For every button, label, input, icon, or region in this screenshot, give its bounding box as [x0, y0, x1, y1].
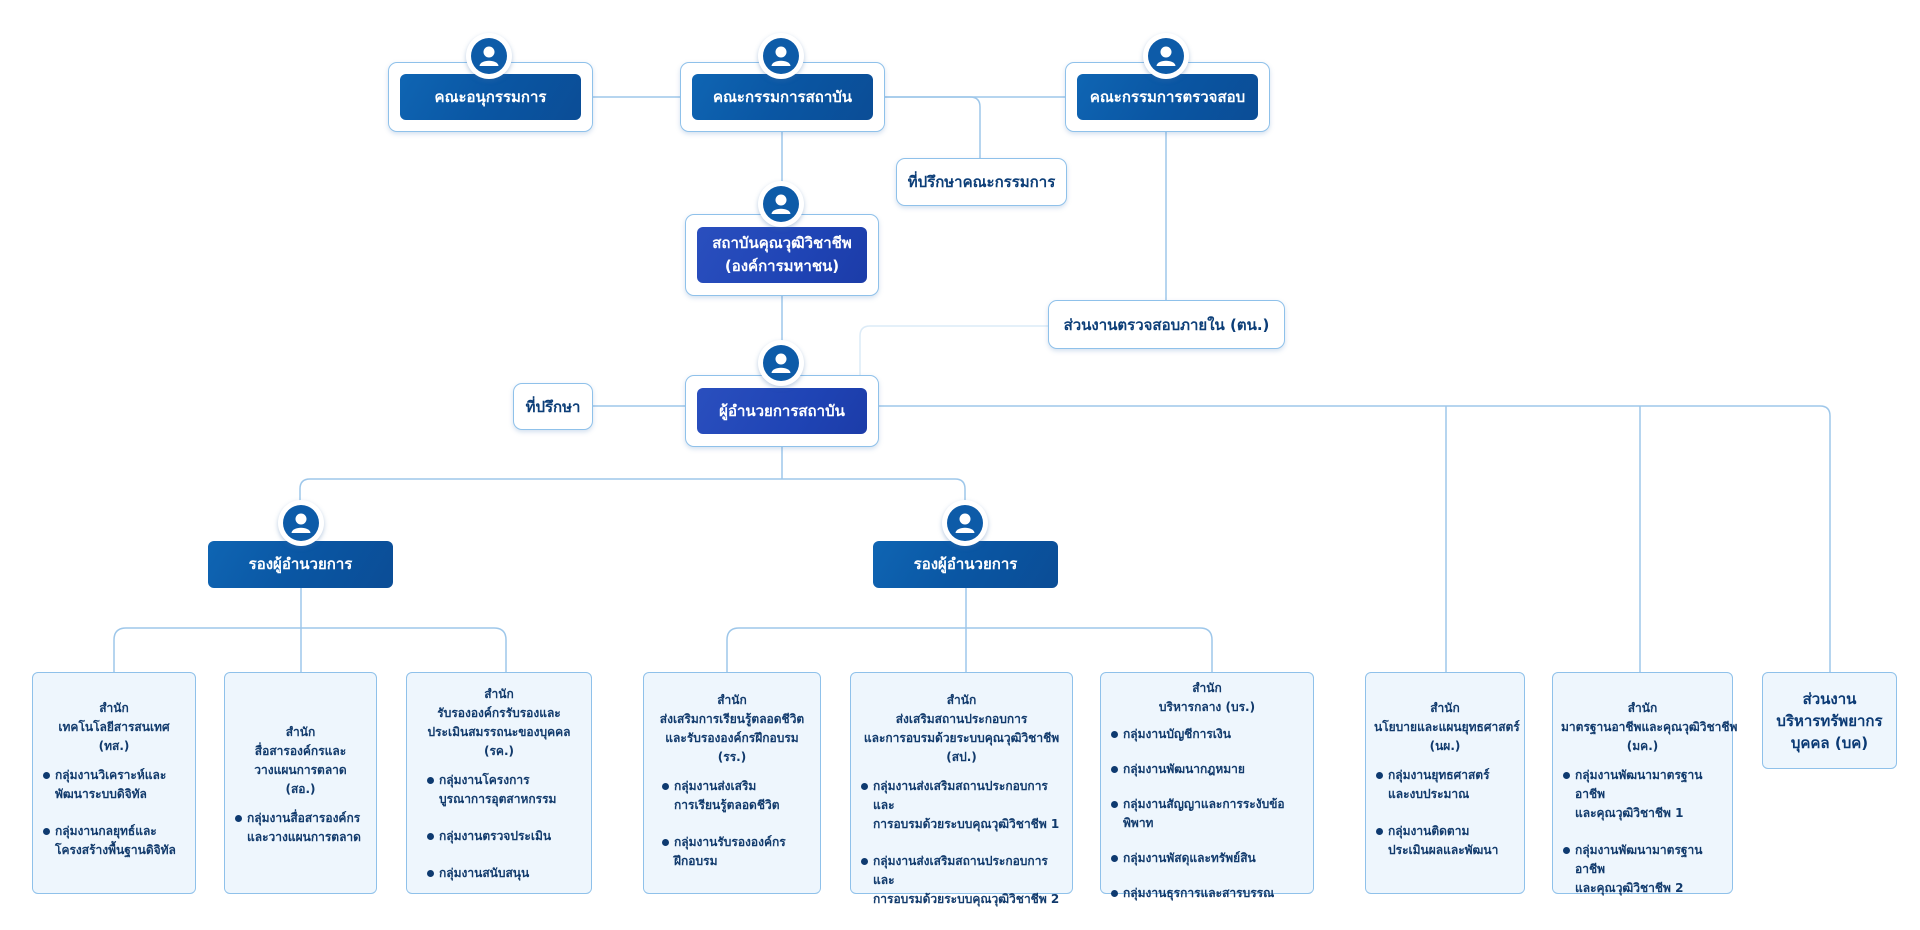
user-avatar-icon [278, 500, 324, 546]
bullet-icon [235, 815, 242, 822]
deputy-director-left: รองผู้อำนวยการ [208, 541, 393, 588]
card-item: กลุ่มงานพัฒนากฎหมาย [1109, 760, 1305, 779]
bullet-icon [1111, 766, 1118, 773]
card-item: กลุ่มงานยุทธศาสตร์และงบประมาณ [1374, 766, 1516, 804]
bullet-icon [427, 777, 434, 784]
internal-audit-label: ส่วนงานตรวจสอบภายใน (ตน.) [1063, 315, 1270, 334]
user-avatar-icon [758, 33, 804, 79]
director-box: ผู้อำนวยการสถาบัน [685, 375, 879, 447]
user-avatar-icon [466, 33, 512, 79]
bullet-icon [861, 783, 868, 790]
bullet-icon [1563, 772, 1570, 779]
deputy-director-right: รองผู้อำนวยการ [873, 541, 1058, 588]
office-card-it: สำนัก เทคโนโลยีสารสนเทศ (ทส.) กลุ่มงานวิ… [32, 672, 196, 894]
card-title: ส่วนงาน บริหารทรัพยากร บุคคล (บค) [1776, 689, 1883, 752]
institute-pill: สถาบันคุณวุฒิวิชาชีพ (องค์การมหาชน) [697, 227, 867, 283]
bullet-icon [662, 783, 669, 790]
card-title: สำนัก บริหารกลาง (บร.) [1158, 681, 1256, 714]
bullet-icon [1111, 801, 1118, 808]
bullet-icon [1376, 828, 1383, 835]
bullet-icon [1563, 847, 1570, 854]
card-item: กลุ่มงานส่งเสริมสถานประกอบการและการอบรมด… [859, 777, 1064, 834]
user-avatar-icon [942, 500, 988, 546]
card-title: สำนัก ส่งเสริมสถานประกอบการ และการอบรมด้… [863, 693, 1060, 764]
card-item: กลุ่มงานสัญญาและการระงับข้อพิพาท [1109, 795, 1305, 833]
deputy-left-label: รองผู้อำนวยการ [248, 555, 353, 573]
bullet-icon [427, 870, 434, 877]
bullet-icon [1111, 855, 1118, 862]
internal-audit-box: ส่วนงานตรวจสอบภายใน (ตน.) [1048, 300, 1285, 349]
card-item: กลุ่มงานสื่อสารองค์กรและวางแผนการตลาด [233, 809, 368, 847]
bullet-icon [43, 828, 50, 835]
board-pill: คณะกรรมการสถาบัน [692, 74, 873, 120]
office-card-central-admin: สำนัก บริหารกลาง (บร.) กลุ่มงานบัญชีการเ… [1100, 672, 1314, 900]
director-pill: ผู้อำนวยการสถาบัน [697, 388, 867, 434]
card-title: สำนัก เทคโนโลยีสารสนเทศ (ทส.) [58, 701, 170, 753]
card-title: สำนัก รับรององค์กรรับรองและ ประเมินสมรรถ… [427, 687, 571, 758]
card-item: กลุ่มงานตรวจประเมิน [425, 827, 583, 846]
bullet-icon [1111, 731, 1118, 738]
card-item: กลุ่มงานวิเคราะห์และพัฒนาระบบดิจิทัล [41, 766, 187, 804]
card-item: กลุ่มงานธุรการและสารบรรณ [1109, 884, 1305, 903]
bullet-icon [1111, 890, 1118, 897]
office-card-lifelong-learning: สำนัก ส่งเสริมการเรียนรู้ตลอดชีวิต และรั… [643, 672, 821, 894]
card-item: กลุ่มงานส่งเสริมการเรียนรู้ตลอดชีวิต [660, 777, 812, 815]
office-card-certification: สำนัก รับรององค์กรรับรองและ ประเมินสมรรถ… [406, 672, 592, 894]
board-advisor-label: ที่ปรึกษาคณะกรรมการ [907, 173, 1056, 191]
division-card-hr: ส่วนงาน บริหารทรัพยากร บุคคล (บค) [1762, 672, 1897, 769]
card-item: กลุ่มงานบัญชีการเงิน [1109, 725, 1305, 744]
card-title: สำนัก นโยบายและแผนยุทธศาสตร์ (นผ.) [1374, 701, 1520, 753]
audit-committee-label: คณะกรรมการตรวจสอบ [1089, 87, 1246, 106]
institute-type: (องค์การมหาชน) [724, 257, 840, 275]
card-item: กลุ่มงานกลยุทธ์และโครงสร้างพื้นฐานดิจิทั… [41, 822, 187, 860]
subcommittee-label: คณะอนุกรรมการ [434, 87, 547, 106]
card-item: กลุ่มงานส่งเสริมสถานประกอบการและการอบรมด… [859, 852, 1064, 909]
card-title: สำนัก มาตรฐานอาชีพและคุณวุฒิวิชาชีพ (มค.… [1561, 701, 1738, 753]
card-item: กลุ่มงานรับรององค์กรฝึกอบรม [660, 833, 812, 871]
board-label: คณะกรรมการสถาบัน [712, 87, 853, 106]
card-title: สำนัก ส่งเสริมการเรียนรู้ตลอดชีวิต และรั… [659, 693, 805, 764]
bullet-icon [1376, 772, 1383, 779]
institute-box: สถาบันคุณวุฒิวิชาชีพ (องค์การมหาชน) [685, 214, 879, 296]
user-avatar-icon [758, 340, 804, 386]
card-item: กลุ่มงานโครงการบูรณาการอุตสาหกรรม [425, 771, 583, 809]
card-title: สำนัก สื่อสารองค์กรและ วางแผนการตลาด (สอ… [254, 725, 347, 796]
bullet-icon [861, 858, 868, 865]
director-label: ผู้อำนวยการสถาบัน [719, 401, 845, 420]
institute-name: สถาบันคุณวุฒิวิชาชีพ [712, 234, 852, 252]
board-advisor-box: ที่ปรึกษาคณะกรรมการ [896, 158, 1067, 206]
subcommittee-pill: คณะอนุกรรมการ [400, 74, 581, 120]
bullet-icon [43, 772, 50, 779]
card-item: กลุ่มงานพัฒนามาตรฐานอาชีพและคุณวุฒิวิชาช… [1561, 766, 1724, 823]
card-item: กลุ่มงานพัฒนามาตรฐานอาชีพและคุณวุฒิวิชาช… [1561, 841, 1724, 898]
card-item: กลุ่มงานพัสดุและทรัพย์สิน [1109, 849, 1305, 868]
advisor-box: ที่ปรึกษา [513, 383, 593, 430]
office-card-communication: สำนัก สื่อสารองค์กรและ วางแผนการตลาด (สอ… [224, 672, 377, 894]
user-avatar-icon [1143, 33, 1189, 79]
bullet-icon [427, 833, 434, 840]
deputy-right-label: รองผู้อำนวยการ [913, 555, 1018, 573]
user-avatar-icon [758, 181, 804, 227]
office-card-standards: สำนัก มาตรฐานอาชีพและคุณวุฒิวิชาชีพ (มค.… [1552, 672, 1738, 895]
office-card-enterprise: สำนัก ส่งเสริมสถานประกอบการ และการอบรมด้… [850, 672, 1073, 906]
advisor-label: ที่ปรึกษา [525, 397, 581, 416]
bullet-icon [662, 839, 669, 846]
card-item: กลุ่มงานสนับสนุน [425, 864, 583, 883]
audit-committee-pill: คณะกรรมการตรวจสอบ [1077, 74, 1258, 120]
card-item: กลุ่มงานติดตามประเมินผลและพัฒนา [1374, 822, 1516, 860]
office-card-policy: สำนัก นโยบายและแผนยุทธศาสตร์ (นผ.) กลุ่ม… [1365, 672, 1525, 894]
